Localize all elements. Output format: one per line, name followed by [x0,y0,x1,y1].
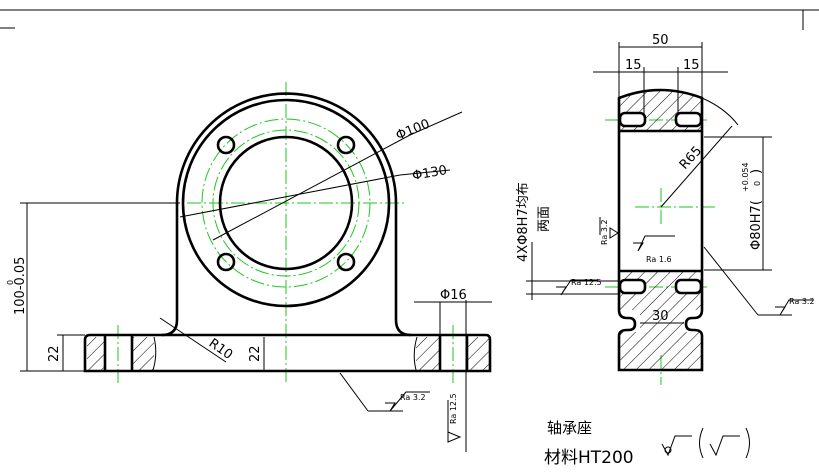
surface-finish-symbol [661,427,750,459]
roughness-slot: Ra 12.5 [571,278,602,287]
dim-height: 100-0.05 [13,257,28,315]
dim-width: 50 [652,33,669,48]
dim-bore-tol-low: 0 [753,181,762,186]
dim-right-15: 15 [683,58,700,73]
roughness-bore: Ra 1.6 [646,255,672,264]
dim-base-thickness-mid: 22 [248,345,263,362]
roughness-hole: Ra 12.5 [449,393,458,424]
side-view [526,42,813,385]
dim-neck: 30 [652,309,669,324]
dim-bore-tol: +0.054 [741,162,750,192]
dim-base-thickness-left: 22 [47,345,62,362]
material: 材料HT200 [544,448,634,468]
dim-left-15: 15 [625,58,642,73]
roughness-right: Ra 3.2 [789,297,815,306]
dim-bore: Φ80H7( [749,200,764,250]
note-both-sides: 两面 [537,206,552,232]
dim-d100: Φ100 [394,117,432,144]
dim-d130: Φ130 [411,163,448,184]
roughness-face: Ra 3.2 [600,219,609,245]
dim-bore-close: ) [749,169,764,174]
roughness-bottom: Ra 3.2 [400,393,426,402]
front-view [20,82,492,452]
note-holes: 4XΦ8H7均布 [516,182,531,262]
frame [0,9,819,30]
dim-hole: Φ16 [440,288,467,303]
part-title: 轴承座 [547,419,592,437]
bolt-holes [216,135,356,272]
dim-height-tol: 0 [6,280,15,285]
